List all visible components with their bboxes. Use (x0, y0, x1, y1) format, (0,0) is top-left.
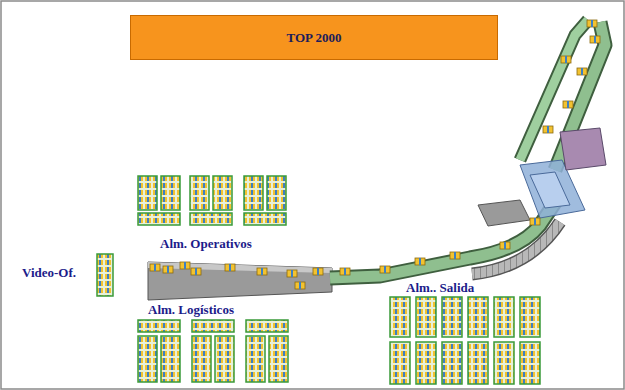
storage-rack (494, 297, 514, 337)
parcel-tape (534, 218, 536, 225)
parcel-tape (454, 252, 456, 259)
storage-rack (161, 336, 180, 382)
storage-rack (442, 297, 462, 337)
parcel-tape (581, 68, 583, 75)
parcel-tape (591, 20, 593, 27)
area-label: Alm. Operativos (158, 237, 254, 251)
parcel (587, 20, 597, 27)
parcel-tape (547, 126, 549, 133)
storage-rack (442, 342, 462, 384)
storage-rack (494, 342, 514, 384)
storage-rack (244, 176, 263, 210)
parcel-tape (261, 268, 263, 275)
storage-rack (138, 176, 157, 210)
parcel (500, 242, 510, 249)
parcel (415, 258, 425, 265)
storage-rack (269, 336, 288, 382)
storage-rack (138, 336, 157, 382)
parcel (450, 252, 460, 259)
parcel (295, 282, 305, 289)
parcel (257, 268, 267, 275)
parcel (163, 266, 173, 273)
parcel-tape (567, 101, 569, 108)
storage-rack (416, 342, 436, 384)
storage-rack (416, 297, 436, 337)
storage-rack (138, 320, 180, 332)
parcel-tape (419, 258, 421, 265)
belt-conveyor (330, 195, 560, 278)
storage-rack (390, 297, 410, 337)
area-label: Video-Of. (20, 266, 78, 280)
parcel-tape (195, 268, 197, 275)
storage-rack (97, 254, 113, 296)
storage-rack (192, 336, 211, 382)
parcel (561, 56, 571, 63)
parcel (563, 101, 573, 108)
parcel (380, 266, 390, 273)
parcel (577, 68, 587, 75)
belt-edge (148, 262, 332, 273)
storage-rack (190, 213, 232, 225)
parcel (530, 218, 540, 225)
parcel-tape (565, 56, 567, 63)
parcel (287, 270, 297, 277)
storage-rack (468, 342, 488, 384)
roller-conveyor (472, 222, 560, 274)
parcel (313, 268, 323, 275)
parcel (225, 264, 235, 271)
area-label: Alm. Logísticos (146, 303, 236, 317)
sorter-machine (530, 172, 570, 208)
storage-rack (190, 176, 209, 210)
parcel (340, 268, 350, 275)
parcel (191, 268, 201, 275)
storage-rack (390, 342, 410, 384)
storage-rack (244, 213, 286, 225)
storage-rack (213, 176, 232, 210)
platform (478, 200, 530, 226)
parcel (543, 126, 553, 133)
belt-conveyor (555, 22, 605, 170)
parcel-tape (167, 266, 169, 273)
parcel-tape (384, 266, 386, 273)
storage-rack (192, 320, 234, 332)
parcel-tape (154, 264, 156, 271)
parcel-tape (504, 242, 506, 249)
storage-rack (246, 320, 288, 332)
parcel (590, 36, 600, 43)
belt-conveyor (148, 262, 332, 300)
storage-rack (468, 297, 488, 337)
parcel-tape (317, 268, 319, 275)
banner-title: TOP 2000 (286, 30, 341, 46)
belt-conveyor (330, 195, 560, 278)
parcel-group (150, 20, 600, 289)
parcel (150, 264, 160, 271)
parcel-tape (299, 282, 301, 289)
storage-rack (520, 297, 540, 337)
banner-box: TOP 2000 (130, 15, 498, 60)
storage-rack (520, 342, 540, 384)
roller-conveyor (472, 222, 560, 274)
area-label: Alm.. Salida (404, 281, 476, 295)
storage-rack (267, 176, 286, 210)
parcel-tape (594, 36, 596, 43)
parcel-tape (344, 268, 346, 275)
storage-rack (138, 213, 180, 225)
storage-rack (215, 336, 234, 382)
parcel-tape (229, 264, 231, 271)
parcel-tape (184, 262, 186, 269)
parcel (180, 262, 190, 269)
belt-conveyor (555, 22, 605, 170)
storage-rack (246, 336, 265, 382)
storage-rack (161, 176, 180, 210)
machine-box (560, 128, 606, 170)
parcel-tape (291, 270, 293, 277)
